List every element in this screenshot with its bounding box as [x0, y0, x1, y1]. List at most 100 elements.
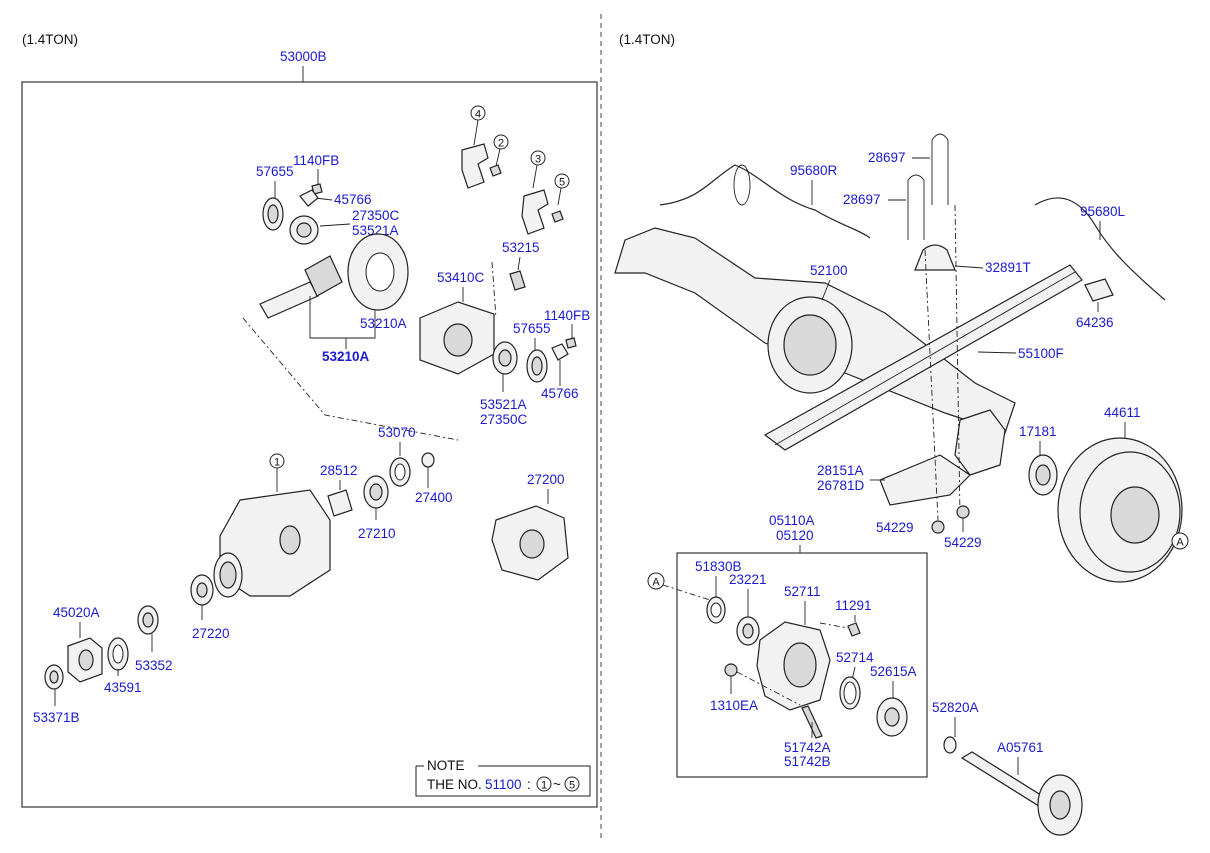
label-95680r[interactable]: 95680R [790, 163, 838, 178]
label-53371b[interactable]: 53371B [33, 710, 80, 725]
label-27200[interactable]: 27200 [527, 472, 565, 487]
note-prefix: THE NO. [427, 777, 482, 792]
nut-1310ea [724, 663, 738, 677]
label-51742a[interactable]: 51742A [784, 740, 831, 755]
wheel-hub-end [954, 409, 1006, 476]
label-43591[interactable]: 43591 [104, 680, 142, 695]
svg-text:A: A [652, 577, 660, 589]
bearing-cap-upper [461, 143, 489, 189]
bolt-11291 [847, 622, 861, 637]
label-53210a-main[interactable]: 53210A [322, 349, 370, 364]
spacer-28512 [327, 489, 353, 517]
label-1310ea[interactable]: 1310EA [710, 698, 758, 713]
bump-stop-32891t [914, 244, 956, 271]
label-26781d[interactable]: 26781D [817, 478, 865, 493]
label-53215[interactable]: 53215 [502, 240, 540, 255]
label-28697-a[interactable]: 28697 [868, 150, 906, 165]
label-52100[interactable]: 52100 [810, 263, 848, 278]
label-57655-b[interactable]: 57655 [513, 321, 551, 336]
label-54229-a[interactable]: 54229 [876, 520, 914, 535]
right-variant-label: (1.4TON) [619, 32, 675, 47]
svg-text:1: 1 [541, 780, 547, 792]
label-53521a-b[interactable]: 53521A [480, 397, 527, 412]
label-27210[interactable]: 27210 [358, 526, 396, 541]
label-51830b[interactable]: 51830B [695, 559, 742, 574]
carrier-housing [219, 489, 331, 597]
svg-text::: : [527, 777, 531, 792]
nut-54229-a [931, 520, 945, 534]
lock-plate-45766-b [551, 343, 569, 361]
callout-5 [554, 173, 570, 189]
label-28151a[interactable]: 28151A [817, 463, 864, 478]
svg-text:3: 3 [535, 154, 541, 166]
label-1140fb-a[interactable]: 1140FB [293, 153, 339, 168]
label-28697-b[interactable]: 28697 [843, 192, 881, 207]
label-17181[interactable]: 17181 [1019, 424, 1057, 439]
label-23221[interactable]: 23221 [729, 572, 767, 587]
hub-kit-frame [676, 552, 928, 778]
label-53070[interactable]: 53070 [378, 425, 416, 440]
label-27400[interactable]: 27400 [415, 490, 453, 505]
label-55100f[interactable]: 55100F [1018, 346, 1064, 361]
spring-seat-28151a [879, 454, 971, 506]
label-44611[interactable]: 44611 [1104, 405, 1141, 420]
ref-mark-a-drum [1171, 532, 1189, 550]
bolt-53215 [509, 270, 526, 291]
label-1140fb-b[interactable]: 1140FB [544, 308, 590, 323]
label-51742b[interactable]: 51742B [784, 754, 831, 769]
assembly-frame [21, 81, 598, 808]
label-53521a-a[interactable]: 53521A [352, 223, 399, 238]
bearing-cap-group: 4 2 3 5 [461, 105, 570, 235]
left-variant-label: (1.4TON) [22, 32, 78, 47]
o-ring-52820a [943, 736, 957, 754]
label-28512[interactable]: 28512 [320, 463, 358, 478]
u-bolt-28697-b [907, 174, 925, 240]
label-05120[interactable]: 05120 [776, 528, 814, 543]
label-a05761[interactable]: A05761 [997, 740, 1044, 755]
bolt-1140fb-b [565, 337, 577, 349]
drive-pinion-ring-gear [259, 233, 409, 319]
bearing-cap-lower [521, 189, 549, 235]
label-54229-b[interactable]: 54229 [944, 535, 982, 550]
note-box: NOTE THE NO. 51100 : 1 ~ 5 [415, 758, 591, 797]
label-52714[interactable]: 52714 [836, 650, 874, 665]
label-27350c-a[interactable]: 27350C [352, 208, 400, 223]
assembly-53000b-label[interactable]: 53000B [280, 49, 327, 64]
label-05110a[interactable]: 05110A [769, 513, 815, 528]
sensor-cable-95680r [659, 164, 871, 239]
svg-text:2: 2 [498, 138, 504, 150]
label-45766-b[interactable]: 45766 [541, 386, 579, 401]
label-11291[interactable]: 11291 [835, 598, 872, 613]
svg-text:~: ~ [553, 777, 561, 792]
note-part-51100[interactable]: 51100 [485, 777, 522, 792]
label-95680l[interactable]: 95680L [1080, 204, 1126, 219]
callout-3 [530, 150, 546, 166]
label-27350c-b[interactable]: 27350C [480, 412, 528, 427]
label-52820a[interactable]: 52820A [932, 700, 979, 715]
label-45020a[interactable]: 45020A [53, 605, 100, 620]
nut-54229-b [956, 505, 970, 519]
note-title: NOTE [427, 758, 465, 773]
cap-bolt-5 [551, 210, 564, 223]
label-32891t[interactable]: 32891T [985, 260, 1031, 275]
svg-text:4: 4 [475, 109, 481, 121]
label-53410c[interactable]: 53410C [437, 270, 485, 285]
label-52711[interactable]: 52711 [784, 584, 821, 599]
svg-text:5: 5 [569, 780, 575, 792]
svg-text:5: 5 [559, 177, 565, 189]
note-callout-5 [564, 776, 580, 792]
note-callout-1 [536, 776, 552, 792]
label-52615a[interactable]: 52615A [870, 664, 917, 679]
label-53352[interactable]: 53352 [135, 658, 173, 673]
label-27220[interactable]: 27220 [192, 626, 230, 641]
label-53210a-ring[interactable]: 53210A [360, 316, 407, 331]
label-45766-a[interactable]: 45766 [334, 192, 372, 207]
pinion-shaft [259, 281, 319, 319]
u-bolt-28697-a [931, 133, 949, 205]
label-64236[interactable]: 64236 [1076, 315, 1114, 330]
lock-plate-45766-a [299, 189, 319, 207]
ref-mark-a-kit [647, 572, 665, 590]
label-57655-a[interactable]: 57655 [256, 164, 294, 179]
